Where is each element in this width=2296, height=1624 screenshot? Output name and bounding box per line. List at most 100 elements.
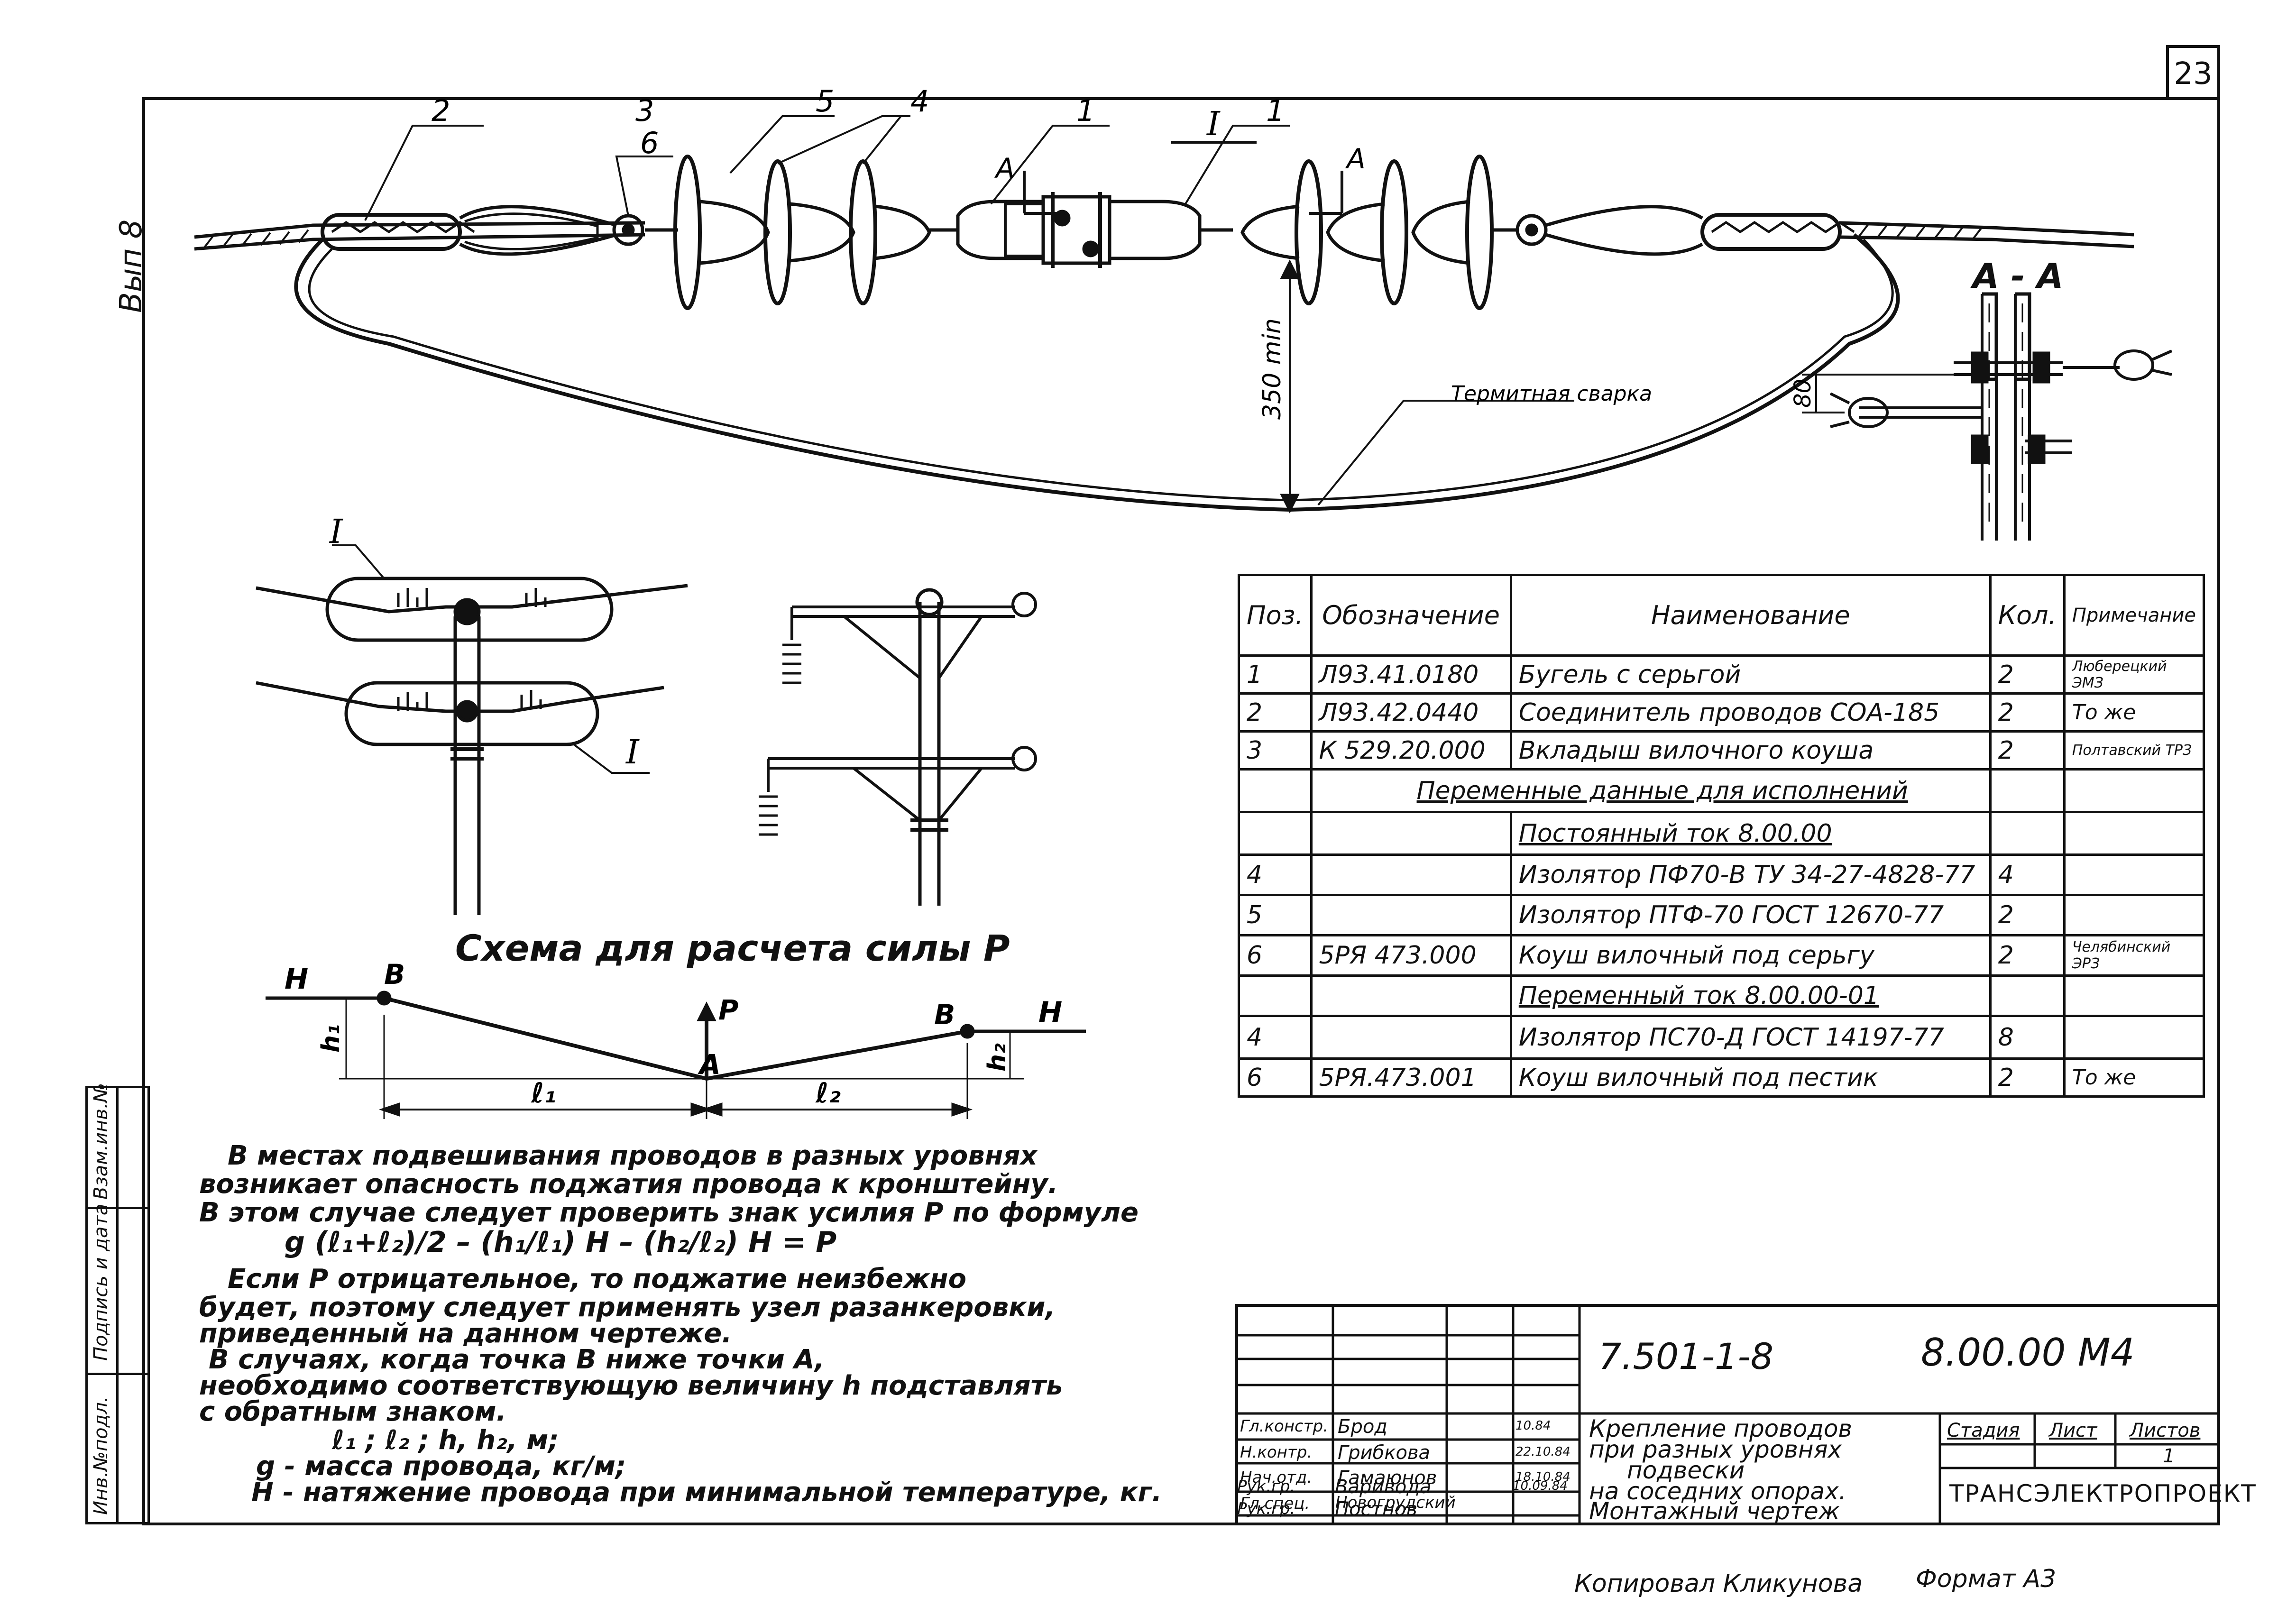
central-clamp-body xyxy=(1041,195,1111,265)
section-mark-left: А xyxy=(994,152,1015,184)
cell-note xyxy=(2063,768,2205,813)
calc-label-P: P xyxy=(718,994,739,1026)
footer-copied: Копировал Кликунова xyxy=(1574,1569,1863,1598)
cell-designation: 5РЯ 473.000 xyxy=(1310,934,1512,977)
margin-divider xyxy=(88,1207,147,1209)
calc-label-l1: ℓ₁ xyxy=(531,1077,556,1109)
cell-name: Коуш вилочный под серьгу xyxy=(1509,934,1992,977)
cell-designation xyxy=(1310,1015,1512,1060)
cell-qty: 8 xyxy=(1989,1015,2066,1060)
cell-name: Бугель с серьгой xyxy=(1509,654,1992,695)
cell-note: То же xyxy=(2063,1057,2205,1098)
calc-label-h2: h₂ xyxy=(983,1043,1011,1072)
spec-var-header: Переменные данные для исполнений xyxy=(1310,768,1992,813)
signer-date: 10.84 xyxy=(1515,1419,1551,1433)
cell-qty: 2 xyxy=(1989,894,2066,936)
callout-3: 3 xyxy=(635,93,654,128)
central-clamp-left xyxy=(956,200,1045,260)
note-line-12: H - натяжение провода при минимальной те… xyxy=(251,1477,1162,1508)
signer-name: Постнов xyxy=(1335,1498,1418,1520)
calc-label-B-left: B xyxy=(384,958,405,991)
table-row: Постоянный ток 8.00.00 xyxy=(1238,811,2205,856)
signer-date: 22.10.84 xyxy=(1515,1445,1570,1459)
signer-date: 10.09.84 xyxy=(1513,1479,1568,1493)
spec-table: Поз. Обозначение Наименование Кол. Приме… xyxy=(1238,574,2205,1098)
calc-label-A: A xyxy=(698,1048,721,1081)
spec-header-qty: Кол. xyxy=(1989,574,2066,657)
footer-format: Формат А3 xyxy=(1916,1565,2057,1593)
cell-pos: 2 xyxy=(1238,692,1313,733)
table-row: 5 Изолятор ПТФ-70 ГОСТ 12670-77 2 xyxy=(1238,894,2205,936)
wire-left xyxy=(194,221,645,239)
title-line-4: на соседних опорах. xyxy=(1589,1477,1846,1505)
insulator-right-2 xyxy=(1326,159,1408,305)
spec-dc-header: Постоянный ток 8.00.00 xyxy=(1509,811,1992,856)
note-line-10: ℓ₁ ; ℓ₂ ; h, h₂, м; xyxy=(332,1425,559,1456)
cell-name: Вкладыш вилочного коуша xyxy=(1509,730,1992,771)
table-row: 1 Л93.41.0180 Бугель с серьгой 2 Люберец… xyxy=(1238,654,2205,695)
central-clamp-right xyxy=(1110,200,1202,260)
margin-stamp xyxy=(85,1086,150,1524)
table-row: Переменные данные для исполнений xyxy=(1238,768,2205,813)
margin-podp-data: Подпись и дата xyxy=(90,1203,112,1361)
cell-note: Люберецкий ЭМЗ xyxy=(2063,654,2205,695)
org-name: ТРАНСЭЛЕКТРОПРОЕКТ xyxy=(1949,1480,2257,1507)
margin-divider xyxy=(88,1373,147,1375)
spec-header-pos: Поз. xyxy=(1238,574,1313,657)
insulator-left-3 xyxy=(849,159,931,305)
callout-1-left: 1 xyxy=(1076,93,1095,128)
sheet-label: Лист xyxy=(2049,1420,2097,1441)
weld-label: Термитная сварка xyxy=(1451,382,1652,406)
note-line-11: g - масса провода, кг/м; xyxy=(256,1451,626,1482)
cell-qty: 2 xyxy=(1989,692,2066,733)
signer-role: Рук.гр. xyxy=(1237,1499,1295,1518)
cell-note: Челябинский ЭРЗ xyxy=(2063,934,2205,977)
callout-5: 5 xyxy=(816,84,834,119)
margin-vzam-inv: Взам.инв.№ xyxy=(90,1083,112,1200)
cell-qty xyxy=(1989,811,2066,856)
cell-note xyxy=(2063,894,2205,936)
cell-designation: К 529.20.000 xyxy=(1310,730,1512,771)
note-formula: g (ℓ₁+ℓ₂)/2 – (h₁/ℓ₁) H – (h₂/ℓ₂) H = P xyxy=(285,1226,837,1259)
cell-pos: 4 xyxy=(1238,853,1313,896)
callout-2: 2 xyxy=(432,93,450,128)
cell-name: Изолятор ПФ70-В ТУ 34-27-4828-77 xyxy=(1509,853,1992,896)
table-row: 2 Л93.42.0440 Соединитель проводов СОА-1… xyxy=(1238,692,2205,733)
signer-name: Брод xyxy=(1338,1416,1387,1438)
signer-role: Гл.констр. xyxy=(1240,1417,1328,1436)
cell-note xyxy=(2063,974,2205,1017)
callout-6: 6 xyxy=(640,126,659,160)
title-line-5: Монтажный чертеж xyxy=(1589,1497,1840,1525)
section-aa-title: А - А xyxy=(1973,256,2064,296)
node-I-lower xyxy=(344,681,599,746)
cell-qty: 4 xyxy=(1989,853,2066,896)
signer-role: Нач.отд. xyxy=(1240,1468,1313,1487)
cell-pos: 1 xyxy=(1238,654,1313,695)
sheets-value: 1 xyxy=(2163,1445,2175,1467)
signer-name: Варивода xyxy=(1335,1476,1432,1498)
cell-note xyxy=(2063,853,2205,896)
cell-name: Изолятор ПС70-Д ГОСТ 14197-77 xyxy=(1509,1015,1992,1060)
connector-left xyxy=(321,213,462,251)
doc-code: 7.501-1-8 xyxy=(1598,1335,1774,1377)
signer-name: Грибкова xyxy=(1338,1442,1431,1464)
cell-pos: 6 xyxy=(1238,1057,1313,1098)
cell-pos xyxy=(1238,811,1313,856)
signer-name: Гамаюнов xyxy=(1338,1467,1437,1489)
callout-node-I: I xyxy=(1206,104,1221,143)
table-row: 6 5РЯ.473.001 Коуш вилочный под пестик 2… xyxy=(1238,1057,2205,1098)
node-label-upper: I xyxy=(329,512,343,551)
title-line-1: Крепление проводов xyxy=(1589,1415,1852,1442)
cell-qty: 2 xyxy=(1989,730,2066,771)
node-I-upper xyxy=(325,577,614,642)
spec-ac-header: Переменный ток 8.00.00-01 xyxy=(1509,974,1992,1017)
calc-label-H-left: H xyxy=(285,963,308,996)
wire-right xyxy=(1839,221,2134,237)
table-row: 4 Изолятор ПС70-Д ГОСТ 14197-77 8 xyxy=(1238,1015,2205,1060)
note-line-9: с обратным знаком. xyxy=(199,1396,506,1427)
pole-crossarms-schematic xyxy=(759,588,1037,906)
spec-header-row: Поз. Обозначение Наименование Кол. Приме… xyxy=(1238,574,2205,657)
margin-inv-podl: Инв.№подл. xyxy=(90,1396,112,1515)
note-line-8: необходимо соответствующую величину h по… xyxy=(199,1370,1063,1401)
spec-header-note: Примечание xyxy=(2063,574,2205,657)
